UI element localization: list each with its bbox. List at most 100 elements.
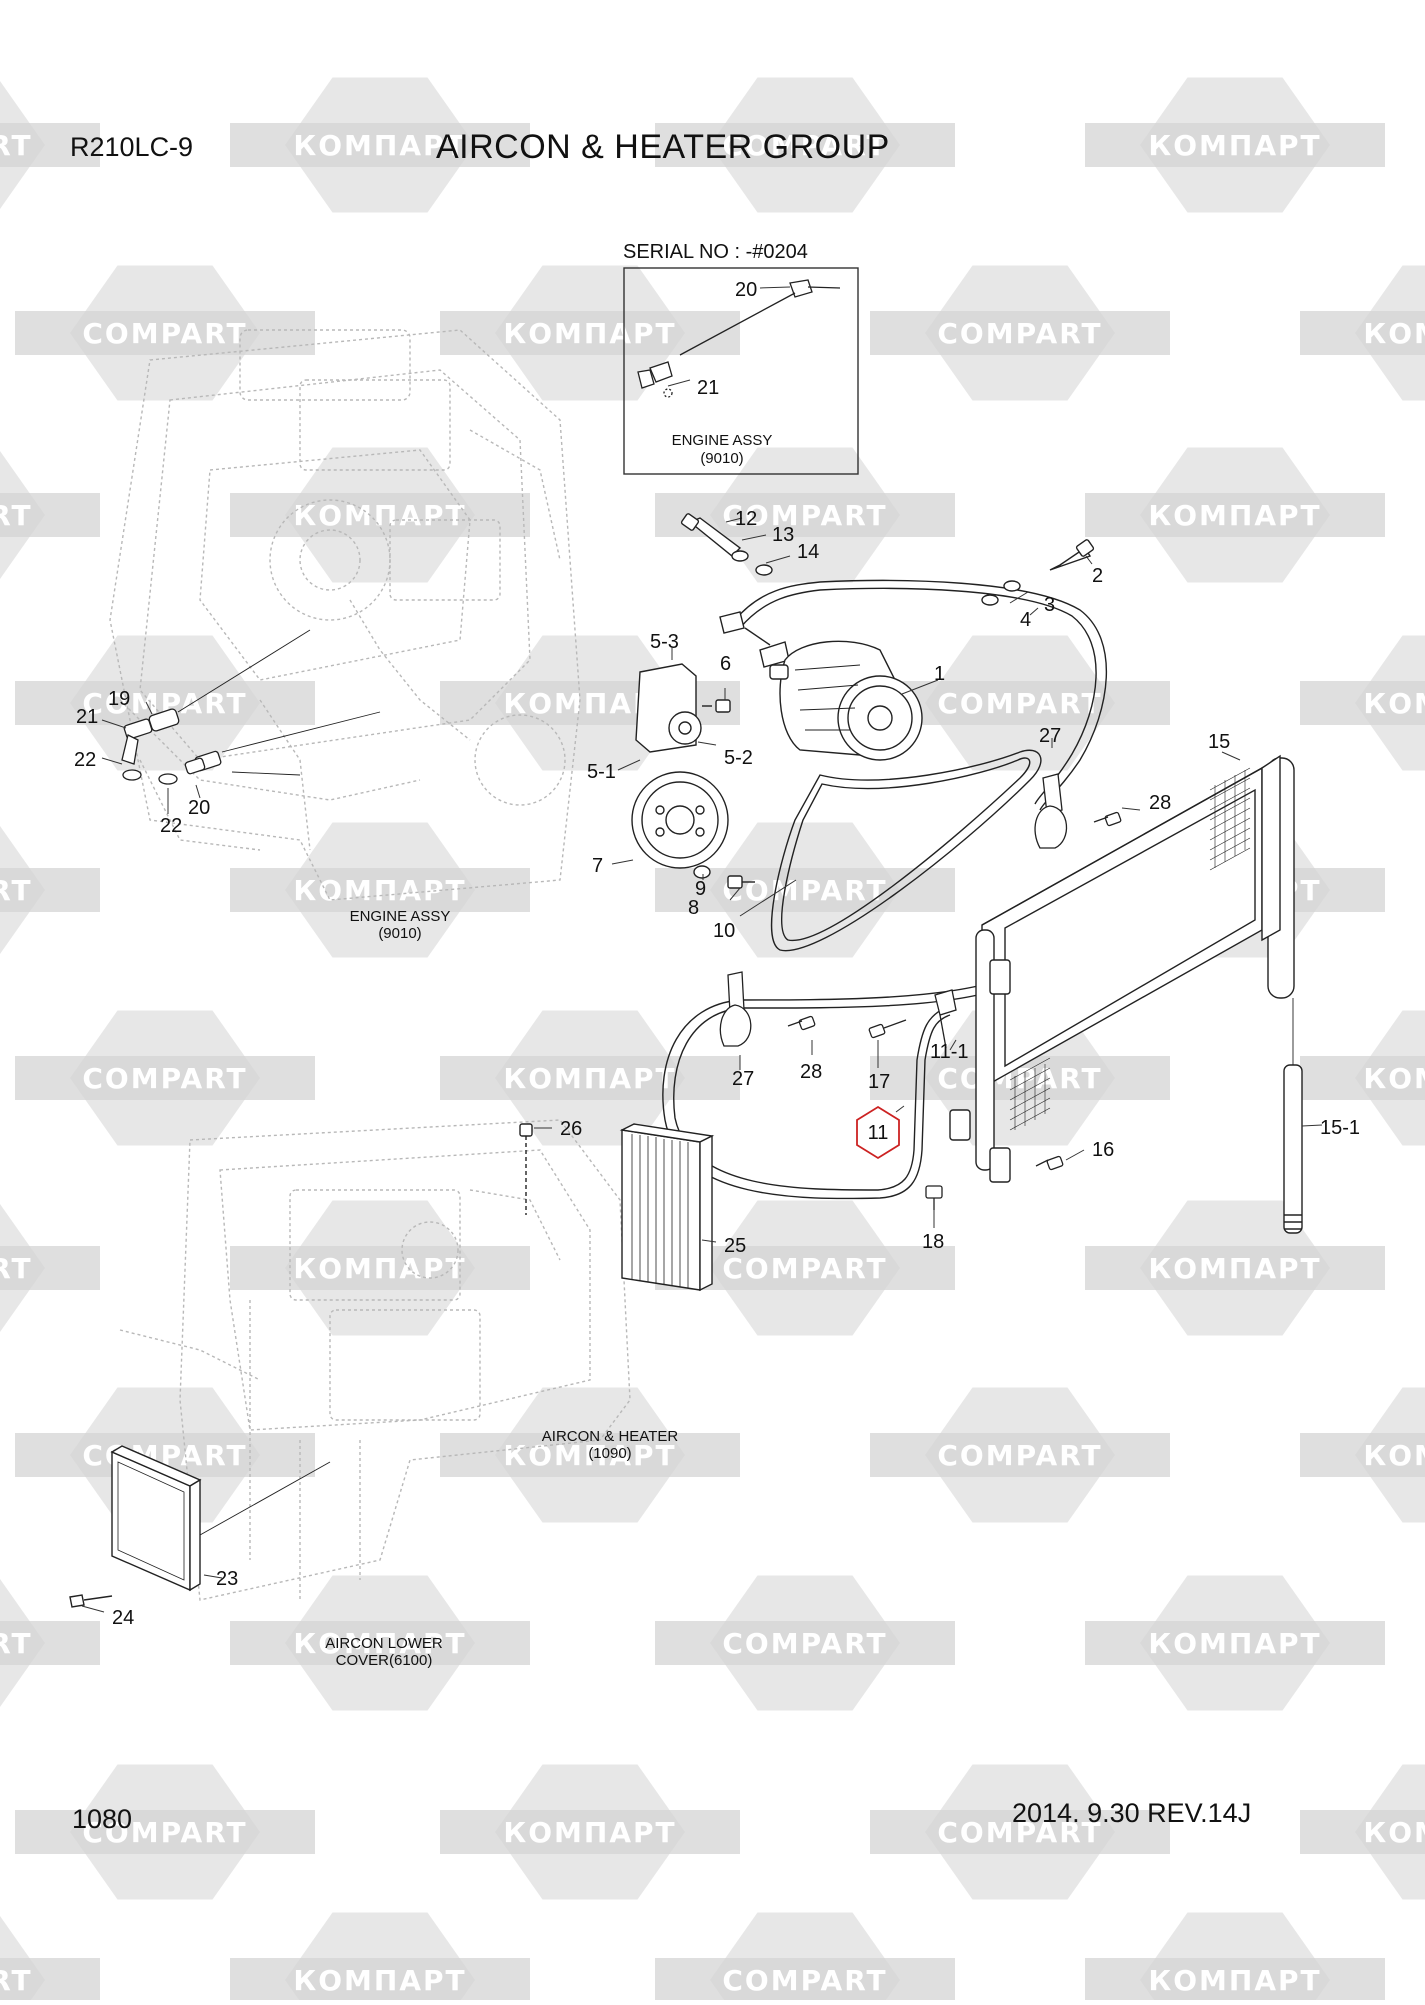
svg-text:COMPART: COMPART bbox=[937, 1439, 1102, 1472]
svg-text:COMPART: COMPART bbox=[0, 874, 33, 907]
watermark-tile: КОМПАРТ bbox=[1085, 447, 1385, 583]
callout-16[interactable]: 16 bbox=[1092, 1139, 1114, 1161]
refrigerant-hoses bbox=[662, 579, 1107, 1200]
callout-7[interactable]: 7 bbox=[592, 855, 603, 877]
svg-text:COMPART: COMPART bbox=[937, 687, 1102, 720]
aircon-lower-line1: AIRCON LOWER bbox=[325, 1635, 443, 1652]
callout-22-left[interactable]: 22 bbox=[74, 749, 96, 771]
callout-24[interactable]: 24 bbox=[112, 1607, 134, 1629]
callout-17[interactable]: 17 bbox=[868, 1071, 890, 1093]
inset-label-line1: ENGINE ASSY bbox=[672, 432, 773, 449]
watermark-tile: КОМПАРТ bbox=[230, 1200, 530, 1336]
page-title: AIRCON & HEATER GROUP bbox=[436, 128, 890, 166]
model-name: R210LC-9 bbox=[70, 132, 194, 162]
callout-28-lower[interactable]: 28 bbox=[800, 1061, 822, 1083]
watermark-tile: КОМПАРТ bbox=[1300, 1387, 1425, 1523]
svg-text:COMPART: COMPART bbox=[0, 499, 33, 532]
serial-inset bbox=[623, 267, 859, 475]
svg-text:КОМПАРТ: КОМПАРТ bbox=[1363, 1062, 1425, 1095]
svg-text:КОМПАРТ: КОМПАРТ bbox=[1148, 1627, 1321, 1660]
watermark-tile: КОМПАРТ bbox=[1085, 1200, 1385, 1336]
callout-10[interactable]: 10 bbox=[713, 920, 735, 942]
callout-4[interactable]: 4 bbox=[1020, 609, 1031, 631]
watermark-tile: COMPART bbox=[0, 451, 100, 579]
svg-text:COMPART: COMPART bbox=[0, 1964, 33, 1997]
callout-2[interactable]: 2 bbox=[1092, 565, 1103, 587]
svg-text:COMPART: COMPART bbox=[722, 1627, 887, 1660]
watermark-tile: COMPART bbox=[15, 1010, 315, 1146]
svg-text:КОМПАРТ: КОМПАРТ bbox=[1148, 1964, 1321, 1997]
watermark-tile: COMPART bbox=[0, 81, 100, 209]
callout-25[interactable]: 25 bbox=[724, 1235, 746, 1257]
watermark-tile: COMPART bbox=[870, 1010, 1170, 1146]
callout-6[interactable]: 6 bbox=[720, 653, 731, 675]
watermark-tile: КОМПАРТ bbox=[230, 1575, 530, 1711]
svg-text:КОМПАРТ: КОМПАРТ bbox=[503, 1439, 676, 1472]
callout-18[interactable]: 18 bbox=[922, 1231, 944, 1253]
svg-text:COMPART: COMPART bbox=[0, 1627, 33, 1660]
watermark-tile: COMPART bbox=[870, 1387, 1170, 1523]
callout-27-lower[interactable]: 27 bbox=[732, 1068, 754, 1090]
watermark-tile: КОМПАРТ bbox=[1300, 635, 1425, 771]
watermark-tile: КОМПАРТ bbox=[440, 1387, 740, 1523]
svg-text:COMPART: COMPART bbox=[722, 1964, 887, 1997]
watermark-tile: COMPART bbox=[655, 77, 955, 213]
svg-text:КОМПАРТ: КОМПАРТ bbox=[1148, 129, 1321, 162]
callout-11[interactable]: 11 bbox=[868, 1122, 889, 1144]
callout-9[interactable]: 9 bbox=[695, 878, 706, 900]
watermark-tile: КОМПАРТ bbox=[440, 1764, 740, 1900]
svg-text:КОМПАРТ: КОМПАРТ bbox=[293, 1627, 466, 1660]
callout-22-bottom[interactable]: 22 bbox=[160, 815, 182, 837]
callout-26[interactable]: 26 bbox=[560, 1118, 582, 1140]
callout-3[interactable]: 3 bbox=[1044, 594, 1055, 616]
svg-text:КОМПАРТ: КОМПАРТ bbox=[1363, 1816, 1425, 1849]
leader-lines bbox=[81, 286, 1323, 1613]
svg-text:КОМПАРТ: КОМПАРТ bbox=[503, 1816, 676, 1849]
callout-19[interactable]: 19 bbox=[108, 688, 130, 710]
callout-20-inset[interactable]: 20 bbox=[735, 279, 757, 301]
engine-assy-line2: (9010) bbox=[378, 925, 421, 942]
watermark-tile: КОМПАРТ bbox=[230, 1912, 530, 2005]
callout-23[interactable]: 23 bbox=[216, 1568, 238, 1590]
svg-text:КОМПАРТ: КОМПАРТ bbox=[1148, 1252, 1321, 1285]
callout-28-upper[interactable]: 28 bbox=[1149, 792, 1171, 814]
svg-text:КОМПАРТ: КОМПАРТ bbox=[503, 1062, 676, 1095]
aircon-heater-line2: (1090) bbox=[588, 1445, 631, 1462]
svg-text:КОМПАРТ: КОМПАРТ bbox=[293, 1964, 466, 1997]
revision-date: 2014. 9.30 REV.14J bbox=[1012, 1798, 1252, 1828]
callout-13[interactable]: 13 bbox=[772, 524, 794, 546]
callout-15-1[interactable]: 15-1 bbox=[1320, 1117, 1360, 1139]
inset-label-line2: (9010) bbox=[700, 450, 743, 467]
callout-5-3[interactable]: 5-3 bbox=[650, 631, 679, 653]
callout-20-side[interactable]: 20 bbox=[188, 797, 210, 819]
watermark-tile: COMPART bbox=[870, 1764, 1170, 1900]
svg-text:КОМПАРТ: КОМПАРТ bbox=[1363, 317, 1425, 350]
callout-21-inset[interactable]: 21 bbox=[697, 377, 719, 399]
callout-27-upper[interactable]: 27 bbox=[1039, 725, 1061, 747]
callout-1[interactable]: 1 bbox=[934, 663, 945, 685]
watermark-tile: КОМПАРТ bbox=[1300, 1764, 1425, 1900]
highlight-hexagon[interactable] bbox=[856, 1105, 900, 1160]
svg-text:КОМПАРТ: КОМПАРТ bbox=[293, 499, 466, 532]
callout-14[interactable]: 14 bbox=[797, 541, 819, 563]
callout-5-1[interactable]: 5-1 bbox=[587, 761, 616, 783]
engine-ghost-outline bbox=[109, 329, 581, 901]
callout-21-side[interactable]: 21 bbox=[76, 706, 98, 728]
callout-15[interactable]: 15 bbox=[1208, 731, 1230, 753]
callout-11-1[interactable]: 11-1 bbox=[930, 1041, 969, 1063]
callout-12[interactable]: 12 bbox=[735, 508, 757, 530]
svg-text:COMPART: COMPART bbox=[82, 1062, 247, 1095]
svg-text:COMPART: COMPART bbox=[0, 1252, 33, 1285]
aircon-heater-ghost-outline bbox=[119, 1119, 631, 1601]
watermark-tile: COMPART bbox=[15, 1764, 315, 1900]
svg-text:COMPART: COMPART bbox=[722, 874, 887, 907]
callout-5-2[interactable]: 5-2 bbox=[724, 747, 753, 769]
callout-8[interactable]: 8 bbox=[688, 897, 699, 919]
filter-and-cover bbox=[69, 1123, 715, 1608]
watermark-tile: КОМПАРТ bbox=[230, 77, 530, 213]
inset-serial: SERIAL NO : -#0204 bbox=[623, 241, 808, 263]
fitting-parts-19-22 bbox=[121, 629, 381, 785]
compressor-assembly bbox=[631, 513, 1095, 889]
watermark-tile: COMPART bbox=[0, 826, 100, 954]
watermark-tile: КОМПАРТ bbox=[440, 265, 740, 401]
